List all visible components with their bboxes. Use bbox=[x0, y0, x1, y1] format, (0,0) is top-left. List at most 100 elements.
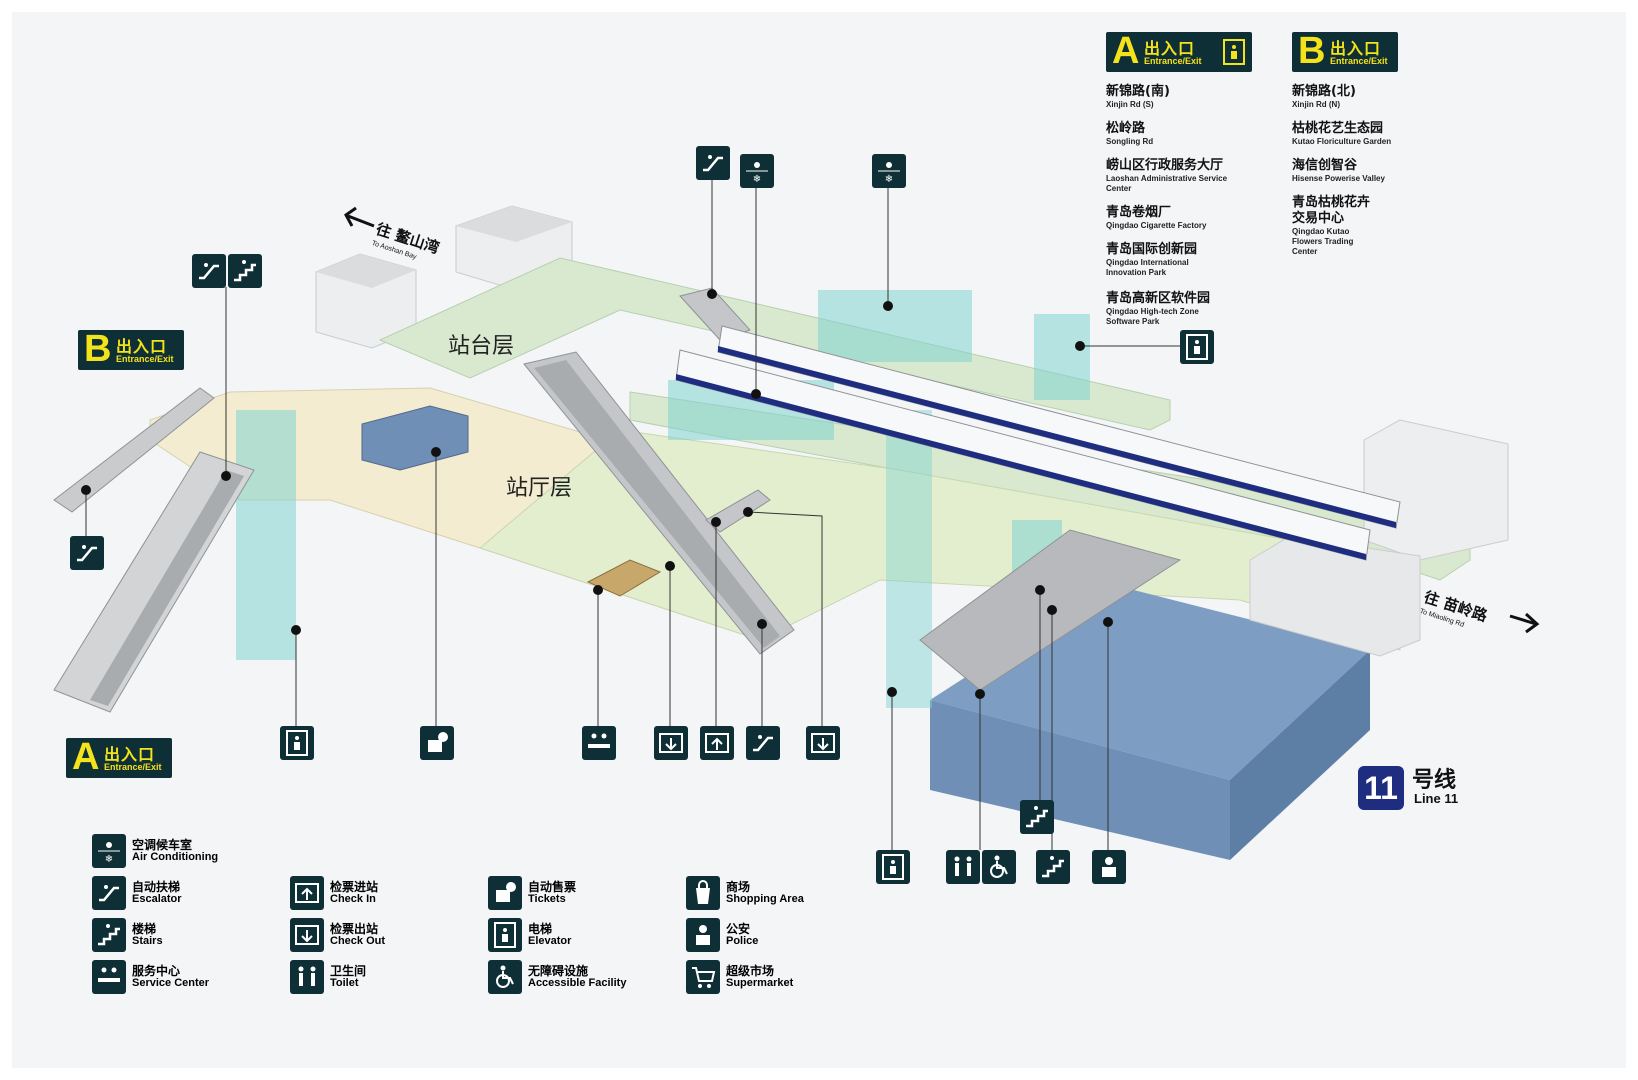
legend-label-cn: 空调候车室 bbox=[132, 838, 193, 852]
floor-label-concourse: 站厅层 bbox=[506, 476, 573, 501]
exit-cn: 出入口 bbox=[1330, 39, 1382, 58]
shopping-icon bbox=[686, 876, 720, 910]
escalator-top bbox=[679, 287, 751, 341]
stairs-icon bbox=[1036, 850, 1070, 884]
stairs-concourse bbox=[705, 489, 771, 533]
legend-label-cn: 自动扶梯 bbox=[132, 880, 181, 894]
line-number-badge: 11 bbox=[1358, 766, 1404, 810]
check-out-icon bbox=[290, 918, 324, 952]
legend-label-cn: 自动售票 bbox=[528, 880, 577, 894]
check-in-icon bbox=[290, 876, 324, 910]
svg-text:❄: ❄ bbox=[105, 854, 113, 865]
escalator-icon bbox=[696, 146, 730, 180]
legend-label-en: Check Out bbox=[330, 935, 386, 947]
exit-letter: B bbox=[1298, 30, 1326, 72]
escalator-icon bbox=[192, 254, 226, 288]
legend-label-cn: 卫生间 bbox=[330, 964, 367, 978]
arrow-east bbox=[1509, 612, 1540, 634]
legend-label-en: Check In bbox=[330, 893, 376, 905]
exit-b-badge-top: B 出入口 Entrance/Exit bbox=[1292, 30, 1398, 72]
destination-b-0: 新锦路(北)Xinjin Rd (N) bbox=[1292, 84, 1356, 109]
legend-label-en: Toilet bbox=[330, 977, 359, 989]
service-center-icon bbox=[582, 726, 616, 760]
svg-text:❄: ❄ bbox=[885, 174, 893, 185]
toilet-icon bbox=[290, 960, 324, 994]
toilet-icon bbox=[946, 850, 980, 884]
svg-text:❄: ❄ bbox=[753, 174, 761, 185]
legend-label-cn: 楼梯 bbox=[132, 922, 157, 936]
escalator-icon bbox=[92, 876, 126, 910]
floor-label-platform: 站台层 bbox=[448, 334, 515, 359]
elevator-shaft-left bbox=[236, 410, 296, 660]
police-icon bbox=[1092, 850, 1126, 884]
service-desk bbox=[586, 559, 662, 597]
accessible-icon bbox=[982, 850, 1016, 884]
legend-label-cn: 超级市场 bbox=[726, 964, 775, 978]
air-conditioning-icon: ❄ bbox=[92, 834, 126, 868]
tickets-icon bbox=[488, 876, 522, 910]
exit-a-badge-top: A 出入口 Entrance/Exit bbox=[1106, 30, 1252, 72]
legend-label-cn: 服务中心 bbox=[132, 964, 181, 978]
elevator-icon bbox=[1180, 330, 1214, 364]
line-label-cn: 号线 bbox=[1412, 768, 1457, 793]
exit-cn: 出入口 bbox=[1144, 39, 1196, 58]
elevator-icon bbox=[1223, 39, 1245, 65]
legend-label-cn: 检票进站 bbox=[330, 880, 379, 894]
train-upper bbox=[717, 325, 1401, 529]
service-center-icon bbox=[92, 960, 126, 994]
line-label-en: Line 11 bbox=[1414, 791, 1459, 806]
exit-en: Entrance/Exit bbox=[116, 354, 174, 364]
elevator-shaft-center bbox=[886, 410, 932, 708]
legend-label-cn: 商场 bbox=[726, 880, 751, 894]
legend-label-en: Stairs bbox=[132, 935, 163, 947]
stairs-icon bbox=[228, 254, 262, 288]
stairs-icon bbox=[92, 918, 126, 952]
train-lower bbox=[675, 349, 1371, 561]
air-conditioning-icon: ❄ bbox=[872, 154, 906, 188]
legend-label-en: Police bbox=[726, 935, 759, 947]
legend-label-cn: 无障碍设施 bbox=[528, 964, 589, 978]
legend-label-en: Accessible Facility bbox=[528, 977, 627, 989]
ticket-machines bbox=[361, 405, 469, 471]
elevator-icon bbox=[280, 726, 314, 760]
check-in-icon bbox=[700, 726, 734, 760]
elevator-icon bbox=[876, 850, 910, 884]
escalator-icon bbox=[70, 536, 104, 570]
check-out-icon bbox=[654, 726, 688, 760]
legend-label-en: Supermarket bbox=[726, 977, 794, 989]
police-icon bbox=[686, 918, 720, 952]
legend-label-en: Escalator bbox=[132, 893, 182, 905]
leader-dots bbox=[81, 289, 1113, 699]
exit-cn: 出入口 bbox=[104, 745, 156, 764]
legend-label-en: Tickets bbox=[528, 893, 566, 905]
exit-letter: A bbox=[1112, 30, 1140, 72]
supermarket-icon bbox=[686, 960, 720, 994]
glass-room-1 bbox=[818, 290, 972, 362]
check-out-icon bbox=[806, 726, 840, 760]
elevator-shaft-right bbox=[1034, 314, 1090, 400]
escalator-exit-b bbox=[53, 387, 215, 513]
exit-en: Entrance/Exit bbox=[104, 762, 162, 772]
legend-label-en: Shopping Area bbox=[726, 893, 804, 905]
escalator-icon bbox=[746, 726, 780, 760]
legend-label-en: Elevator bbox=[528, 935, 572, 947]
legend-label-en: Service Center bbox=[132, 977, 210, 989]
building-right bbox=[1363, 419, 1509, 561]
exit-cn: 出入口 bbox=[116, 337, 168, 356]
stairs-icon bbox=[1020, 800, 1054, 834]
exit-a-badge-left: A 出入口 Entrance/Exit bbox=[66, 736, 172, 778]
arrow-west bbox=[344, 206, 375, 228]
exit-en: Entrance/Exit bbox=[1144, 56, 1202, 66]
exit-b-badge-left: B 出入口 Entrance/Exit bbox=[78, 328, 184, 370]
legend-label-cn: 检票出站 bbox=[330, 922, 379, 936]
accessible-icon bbox=[488, 960, 522, 994]
legend-label-cn: 公安 bbox=[726, 922, 751, 936]
exit-letter: A bbox=[72, 736, 100, 778]
destination-a-0: 新锦路(南)Xinjin Rd (S) bbox=[1106, 84, 1170, 109]
